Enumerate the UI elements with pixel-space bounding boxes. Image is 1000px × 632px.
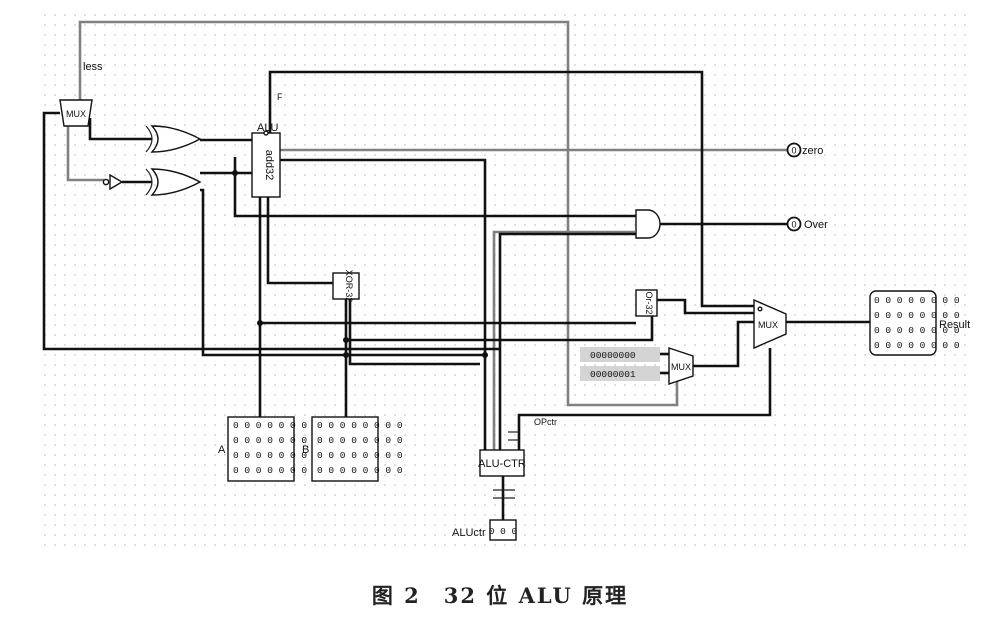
zero-led-value: 0 bbox=[791, 146, 796, 156]
add32-block: add32 bbox=[251, 130, 281, 198]
svg-text:0 0 0 0 0 0 0 0: 0 0 0 0 0 0 0 0 bbox=[317, 465, 403, 476]
input-b-label: B bbox=[302, 444, 309, 456]
alu-ctr-block: ALU-CTR bbox=[478, 449, 526, 477]
const-mux-label: MUX bbox=[671, 362, 691, 372]
result-mux: MUX bbox=[753, 298, 787, 350]
svg-text:0 0 0 0 0 0 0 0: 0 0 0 0 0 0 0 0 bbox=[874, 310, 960, 321]
not-gate bbox=[102, 173, 124, 191]
svg-text:0 0 0 0 0 0 0 0: 0 0 0 0 0 0 0 0 bbox=[233, 465, 319, 476]
svg-text:0 0 0 0 0 0 0 0: 0 0 0 0 0 0 0 0 bbox=[874, 340, 960, 351]
aluctr-input[interactable]: 0 0 0 bbox=[489, 519, 518, 541]
junction-dots bbox=[232, 170, 488, 358]
aluctr-bits: 0 0 0 bbox=[489, 526, 518, 537]
svg-text:0 0 0 0 0 0 0 0: 0 0 0 0 0 0 0 0 bbox=[233, 435, 319, 446]
result-mux-label: MUX bbox=[758, 320, 778, 330]
const-zero: 00000000 bbox=[580, 347, 660, 362]
svg-text:0 0 0 0 0 0 0 0: 0 0 0 0 0 0 0 0 bbox=[874, 295, 960, 306]
less-mux-label: MUX bbox=[66, 109, 86, 119]
xor-gate-bottom bbox=[145, 168, 202, 196]
const-mux: MUX bbox=[668, 347, 694, 385]
svg-text:0 0 0 0 0 0 0 0: 0 0 0 0 0 0 0 0 bbox=[233, 420, 319, 431]
opctr-label: OPctr bbox=[534, 417, 557, 427]
result-label: Result bbox=[939, 319, 970, 331]
and-gate bbox=[635, 209, 661, 239]
xor32-label: XOR-32 bbox=[344, 270, 354, 303]
const-zero-value: 00000000 bbox=[590, 350, 636, 361]
or32-label: Or-32 bbox=[644, 291, 654, 314]
svg-text:0 0 0 0 0 0 0 0: 0 0 0 0 0 0 0 0 bbox=[233, 450, 319, 461]
xor32-block: XOR-32 bbox=[332, 270, 360, 303]
over-led-value: 0 bbox=[791, 220, 796, 230]
svg-text:0 0 0 0 0 0 0 0: 0 0 0 0 0 0 0 0 bbox=[874, 325, 960, 336]
less-label: less bbox=[83, 61, 103, 73]
const-one-value: 00000001 bbox=[590, 369, 636, 380]
f-label: F bbox=[277, 92, 283, 102]
svg-text:0 0 0 0 0 0 0 0: 0 0 0 0 0 0 0 0 bbox=[317, 450, 403, 461]
over-led: 0 bbox=[786, 216, 802, 232]
input-a[interactable]: 0 0 0 0 0 0 0 0 0 0 0 0 0 0 0 0 0 0 0 0 … bbox=[227, 416, 319, 482]
input-a-label: A bbox=[218, 444, 226, 456]
figure-caption: 图 2 32 位 ALU 原理 bbox=[371, 583, 629, 608]
const-one: 00000001 bbox=[580, 366, 660, 381]
xor-gate-top bbox=[145, 125, 202, 153]
result-output: 0 0 0 0 0 0 0 0 0 0 0 0 0 0 0 0 0 0 0 0 … bbox=[869, 290, 960, 356]
or32-block: Or-32 bbox=[635, 289, 658, 317]
add32-label: add32 bbox=[263, 150, 275, 181]
alu-label: ALU bbox=[257, 122, 278, 134]
over-label: Over bbox=[804, 219, 828, 231]
svg-text:0 0 0 0 0 0 0 0: 0 0 0 0 0 0 0 0 bbox=[317, 435, 403, 446]
gray-wires bbox=[66, 20, 788, 450]
zero-led: 0 bbox=[786, 142, 802, 158]
alu-ctr-label: ALU-CTR bbox=[478, 458, 526, 470]
less-mux: MUX bbox=[59, 99, 93, 127]
aluctr-label: ALUctr bbox=[452, 527, 486, 539]
input-b[interactable]: 0 0 0 0 0 0 0 0 0 0 0 0 0 0 0 0 0 0 0 0 … bbox=[311, 416, 403, 482]
zero-label: zero bbox=[802, 145, 823, 157]
svg-text:0 0 0 0 0 0 0 0: 0 0 0 0 0 0 0 0 bbox=[317, 420, 403, 431]
